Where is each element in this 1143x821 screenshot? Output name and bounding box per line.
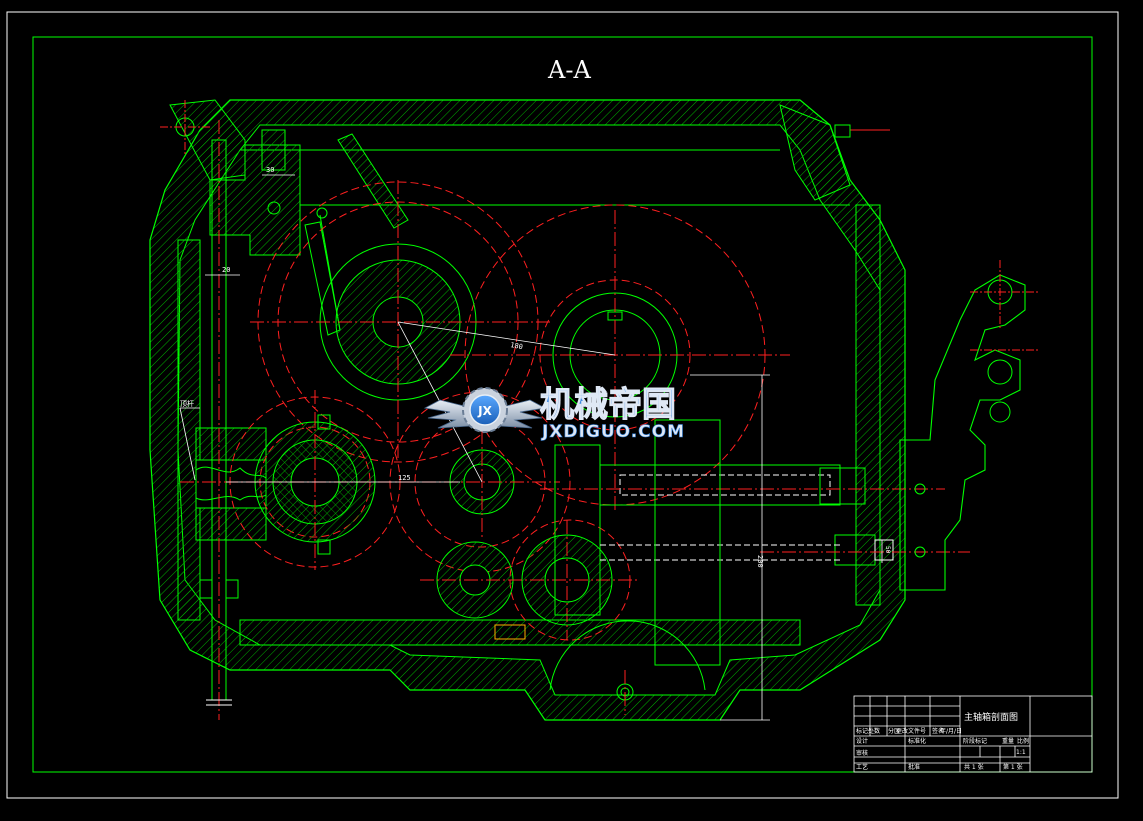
left-control-rod: [199, 120, 239, 720]
dim-180: 180: [510, 341, 524, 351]
watermark-name-cn: 机械帝国: [540, 385, 676, 425]
watermark-name-en: JXDIGUO.COM: [541, 422, 685, 442]
title-block-approve: 批准: [908, 763, 920, 771]
dimension-lines: [179, 174, 883, 721]
title-block-revision-3: 更改文件号: [896, 727, 926, 735]
inner-frame: [32, 36, 1093, 773]
title-block: [853, 695, 1093, 773]
title-block-revision-4: 签名: [932, 727, 944, 735]
emblem-text: JX: [477, 404, 492, 418]
right-handle: [834, 124, 1040, 591]
callout-label: 顶杆: [180, 399, 194, 408]
title-block-drawing-name: 主轴箱剖面图: [964, 711, 1018, 723]
title-block-check: 审核: [856, 749, 868, 757]
title-block-revision-2: 分区: [888, 727, 900, 735]
dim-20: 20: [222, 266, 230, 274]
outer-frame: [6, 11, 1119, 799]
title-block-sheets-total: 共 1 张: [964, 763, 984, 771]
dim-30: 30: [266, 166, 274, 174]
title-block-revision-5: 年/月/日: [940, 727, 962, 735]
title-block-design: 设计: [856, 737, 868, 745]
dim-50: 50: [884, 546, 891, 554]
lower-right-gear: [521, 534, 613, 626]
title-block-scale-label: 比例: [1017, 737, 1029, 745]
dim-125: 125: [398, 474, 411, 482]
title-block-revision: 标记处数: [856, 727, 880, 735]
watermark-logo: JX 机械帝国 JXDIGUO.COM: [423, 384, 685, 442]
title-block-sheet-number: 第 1 张: [1003, 763, 1023, 771]
title-block-standard: 标准化: [908, 737, 926, 745]
title-block-weight: 重量: [1002, 737, 1014, 745]
section-title: A-A: [547, 56, 591, 84]
title-block-process: 工艺: [856, 763, 868, 771]
right-shaft-assembly: [494, 419, 970, 666]
top-left-pivot: [160, 100, 328, 219]
title-block-stage: 阶段标记: [963, 737, 987, 745]
gear-emblem-icon: JX: [462, 387, 508, 433]
title-block-scale: 1:1: [1016, 749, 1026, 756]
dim-200: 200: [756, 555, 764, 568]
